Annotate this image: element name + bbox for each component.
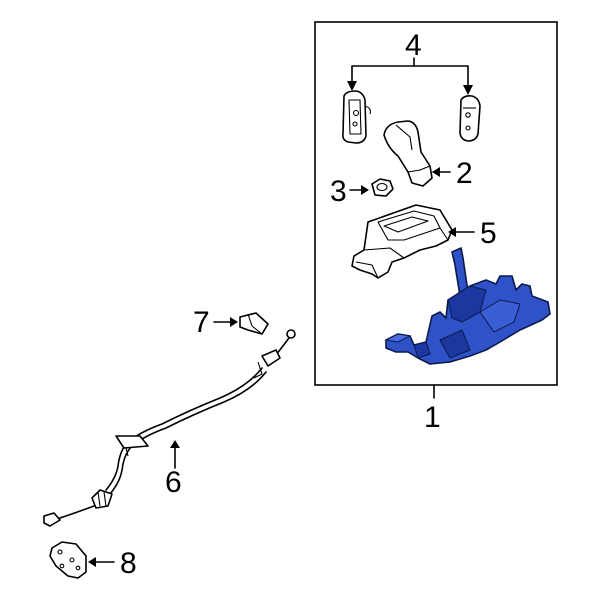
- callout-label-8: 8: [120, 547, 137, 580]
- callout-label-3: 3: [330, 175, 347, 208]
- callout-label-7: 7: [193, 306, 210, 339]
- part-2-shift-knob[interactable]: 2: [383, 120, 473, 190]
- callout-label-6: 6: [165, 466, 182, 499]
- part-6-shift-cable[interactable]: 6: [43, 329, 296, 527]
- callout-4[interactable]: 4: [347, 29, 473, 95]
- assembly-box: [314, 21, 558, 386]
- part-7-cable-bracket[interactable]: 7: [193, 306, 269, 339]
- callout-label-2: 2: [456, 157, 473, 190]
- callout-label-4: 4: [405, 29, 422, 62]
- part-4-knob-cover-right[interactable]: [459, 95, 481, 142]
- part-5-shift-indicator-bezel[interactable]: 5: [351, 204, 497, 279]
- part-4-knob-cover-left[interactable]: [342, 90, 371, 144]
- part-8-mounting-bracket[interactable]: 8: [49, 541, 137, 580]
- callout-label-1: 1: [424, 401, 441, 434]
- callout-label-5: 5: [480, 217, 497, 250]
- part-3-nut[interactable]: 3: [330, 175, 394, 208]
- part-1-shifter-assembly[interactable]: [384, 247, 551, 365]
- callout-1[interactable]: 1: [424, 384, 441, 434]
